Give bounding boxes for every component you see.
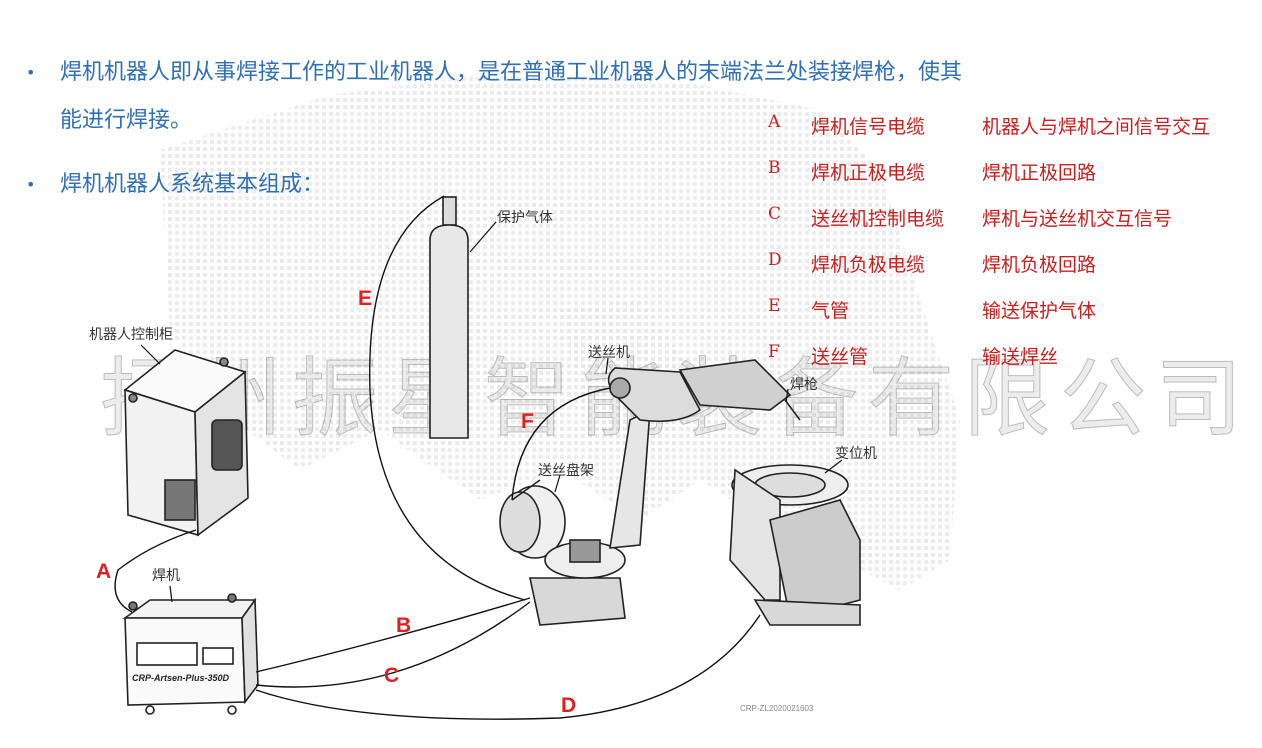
cable-a [114, 529, 197, 613]
intro-text-line-1: 焊机机器人即从事焊接工作的工业机器人，是在普通工业机器人的末端法兰处装接焊枪，使… [60, 60, 963, 85]
cable-letter-f: F [521, 410, 534, 433]
cable-b [255, 597, 531, 673]
label-welding-torch: 焊枪 [790, 377, 818, 393]
legend-key: E [768, 296, 781, 316]
cable-d [255, 614, 761, 720]
welding-robot [529, 359, 801, 626]
cable-c [255, 601, 531, 688]
label-wire-spool: 送丝盘架 [538, 463, 594, 479]
legend-description: 机器人与焊机之间信号交互 [982, 116, 1211, 138]
legend-name: 焊机负极电缆 [811, 254, 926, 276]
welding-machine [122, 593, 259, 715]
wire-spool [499, 479, 566, 559]
legend-name: 送丝管 [811, 346, 869, 368]
legend-description: 输送焊丝 [982, 346, 1059, 368]
legend-description: 焊机负极回路 [982, 254, 1097, 276]
legend-description: 输送保护气体 [982, 300, 1097, 322]
legend-key: D [768, 250, 782, 270]
label-welder: 焊机 [152, 568, 180, 584]
bullet-dot-icon: • [26, 63, 36, 82]
legend-key: F [768, 342, 780, 362]
legend-key: B [768, 158, 781, 178]
cable-letter-a: A [96, 560, 112, 583]
cable-letter-d: D [561, 694, 577, 717]
legend-key: A [768, 112, 781, 132]
intro-text-bullet-2: 焊机机器人系统基本组成： [60, 172, 325, 197]
robot-controller-cabinet [123, 349, 249, 537]
positioner [729, 464, 861, 626]
legend-name: 送丝机控制电缆 [811, 208, 945, 230]
legend-description: 焊机与送丝机交互信号 [982, 208, 1173, 230]
legend-name: 焊机信号电缆 [811, 116, 926, 138]
label-wire-feeder: 送丝机 [588, 345, 630, 361]
label-positioner: 变位机 [835, 446, 877, 462]
label-shielding-gas: 保护气体 [497, 210, 553, 226]
cable-e [369, 195, 526, 601]
cable-letter-b: B [396, 614, 412, 637]
bullet-dot-icon: • [26, 175, 36, 194]
legend-key: C [768, 204, 782, 224]
cable-letter-e: E [358, 287, 373, 310]
legend-description: 焊机正极回路 [982, 162, 1097, 184]
legend-name: 焊机正极电缆 [811, 162, 926, 184]
cable-letter-c: C [384, 664, 400, 687]
welder-model-plate: CRP-Artsen-Plus-350D [132, 673, 230, 683]
gas-cylinder [429, 196, 469, 439]
legend-name: 气管 [811, 300, 850, 322]
drawing-code: CRP-ZL2020021603 [740, 704, 814, 713]
cable-f [511, 387, 611, 501]
intro-text-line-2: 能进行焊接。 [60, 108, 193, 133]
label-robot-controller: 机器人控制柜 [89, 327, 173, 343]
